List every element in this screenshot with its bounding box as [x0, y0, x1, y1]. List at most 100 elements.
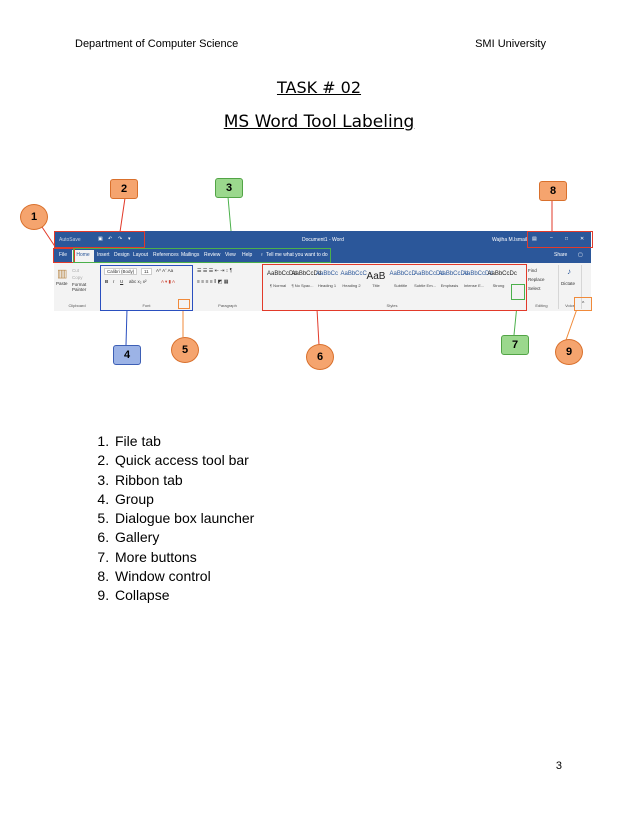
tab-mailings[interactable]: Mailings — [181, 252, 200, 258]
customize-qat-icon[interactable]: ▾ — [128, 236, 131, 242]
tab-help[interactable]: Help — [242, 252, 253, 258]
callout-7: 7 — [501, 335, 529, 355]
lightbulb-icon: ♀ — [260, 252, 264, 258]
comments-icon[interactable]: ▢ — [578, 252, 583, 258]
font-color-icon[interactable]: A ▾ ▮ A — [161, 279, 175, 284]
close-icon[interactable]: ✕ — [580, 236, 585, 242]
style-preview: AaBbCcDd — [291, 271, 322, 277]
format-painter-button[interactable]: Format Painter — [72, 282, 87, 292]
find-button[interactable]: Find — [528, 268, 537, 273]
style-preview: AaBbCcDd — [463, 271, 493, 277]
callout-9: 9 — [555, 339, 583, 365]
style-preview: AaBbCcD — [389, 271, 416, 277]
style-name: Intense E... — [463, 283, 485, 288]
callout-4: 4 — [113, 345, 141, 365]
group-editing: Find Replace Select Editing — [525, 265, 559, 309]
editing-label: Editing — [535, 303, 548, 308]
microphone-icon[interactable]: ♪ — [567, 267, 571, 276]
select-button[interactable]: Select — [528, 286, 541, 291]
list-item: Dialogue box launcher — [113, 509, 254, 528]
align-icon[interactable]: ≡ ≡ ≡ ≡ ‖ ◩ ▦ — [197, 279, 229, 285]
page-number: 3 — [555, 760, 562, 772]
style-name: Subtle Em... — [414, 283, 436, 288]
style-1[interactable]: AaBbCcDd ¶ No Spac... — [291, 271, 322, 288]
bold-button[interactable]: B — [105, 279, 109, 284]
word-screenshot: AutoSave ▣ ↶ ↷ ▾ Document1 - Word Wajiha… — [54, 231, 591, 311]
group-voice: ♪ Dictate Voice — [559, 265, 582, 309]
quick-access-highlight — [54, 231, 145, 248]
list-item: Gallery — [113, 528, 254, 547]
paste-icon[interactable]: ▥ — [57, 268, 68, 280]
page-title: TASK # 02 — [276, 78, 362, 97]
font-label: Font — [142, 303, 151, 308]
word-title-bar: AutoSave ▣ ↶ ↷ ▾ Document1 - Word Wajiha… — [54, 231, 591, 248]
style-name: Title — [372, 283, 380, 288]
tab-design[interactable]: Design — [114, 252, 130, 258]
style-0[interactable]: AaBbCcDd¶ Normal — [267, 271, 297, 288]
style-preview: AaBbCcDd — [414, 271, 444, 277]
style-name: Heading 1 — [317, 283, 337, 288]
dictate-button[interactable]: Dictate — [561, 281, 576, 286]
list-item: Window control — [113, 567, 254, 586]
minimize-icon[interactable]: – — [550, 235, 553, 241]
style-name: ¶ No Spac... — [291, 283, 314, 288]
tab-insert[interactable]: Insert — [97, 252, 110, 258]
voice-label: Voice — [565, 303, 575, 308]
header-university: SMI University — [475, 38, 546, 50]
clipboard-label: Clipboard — [68, 303, 86, 308]
tab-file[interactable]: File — [59, 252, 68, 258]
collapse-highlight — [574, 297, 592, 311]
undo-icon[interactable]: ↶ — [108, 236, 113, 242]
share-button[interactable]: Share — [554, 252, 568, 258]
font-size-box[interactable]: 11 — [141, 268, 152, 275]
style-preview: AaBbCcDd — [267, 271, 297, 277]
group-highlight — [100, 265, 193, 311]
list-item: Collapse — [113, 586, 254, 605]
paste-button[interactable]: Paste — [56, 281, 68, 286]
italic-button[interactable]: I — [113, 279, 115, 284]
header-department: Department of Computer Science — [75, 38, 239, 50]
autosave-label: AutoSave — [59, 237, 81, 243]
tab-view[interactable]: View — [225, 252, 236, 258]
bullets-icon[interactable]: ☰ ☰ ☰ ⇤ ⇥ ↕ ¶ — [197, 268, 233, 274]
style-preview: AaB — [366, 271, 386, 282]
tab-layout[interactable]: Layout — [133, 252, 149, 258]
tab-references[interactable]: References — [153, 252, 179, 258]
document-title: Document1 - Word — [302, 237, 344, 243]
label-list: File tab Quick access tool bar Ribbon ta… — [96, 432, 254, 606]
cut-button[interactable]: Cut — [72, 268, 80, 273]
window-control-highlight — [527, 231, 593, 248]
list-item: File tab — [113, 432, 254, 451]
callout-6: 6 — [306, 344, 334, 370]
file-tab-highlight — [53, 248, 75, 263]
save-icon[interactable]: ▣ — [98, 236, 103, 242]
strikethrough-icon[interactable]: abc x₂ x² — [129, 279, 147, 284]
tab-home[interactable]: Home — [72, 250, 94, 263]
callout-1: 1 — [20, 204, 48, 230]
copy-button[interactable]: Copy — [72, 275, 83, 280]
font-grow-icon[interactable]: A^ Aˇ Aa — [156, 268, 174, 273]
maximize-icon[interactable]: □ — [565, 236, 569, 242]
tab-review[interactable]: Review — [204, 252, 221, 258]
ribbon-display-icon[interactable]: ▤ — [532, 236, 537, 242]
font-name-box[interactable]: Calibri (Body) — [104, 268, 138, 275]
redo-icon[interactable]: ↷ — [118, 236, 123, 242]
style-name: Heading 2 — [342, 283, 361, 288]
collapse-ribbon-icon[interactable]: ^ — [582, 301, 585, 307]
replace-button[interactable]: Replace — [528, 277, 545, 282]
underline-button[interactable]: U — [120, 279, 124, 284]
tell-me-box[interactable]: Tell me what you want to do — [266, 252, 328, 258]
styles-label: Styles — [386, 303, 398, 308]
style-name: Emphasis — [440, 283, 459, 288]
callout-3: 3 — [215, 178, 243, 198]
list-item: Ribbon tab — [113, 471, 254, 490]
